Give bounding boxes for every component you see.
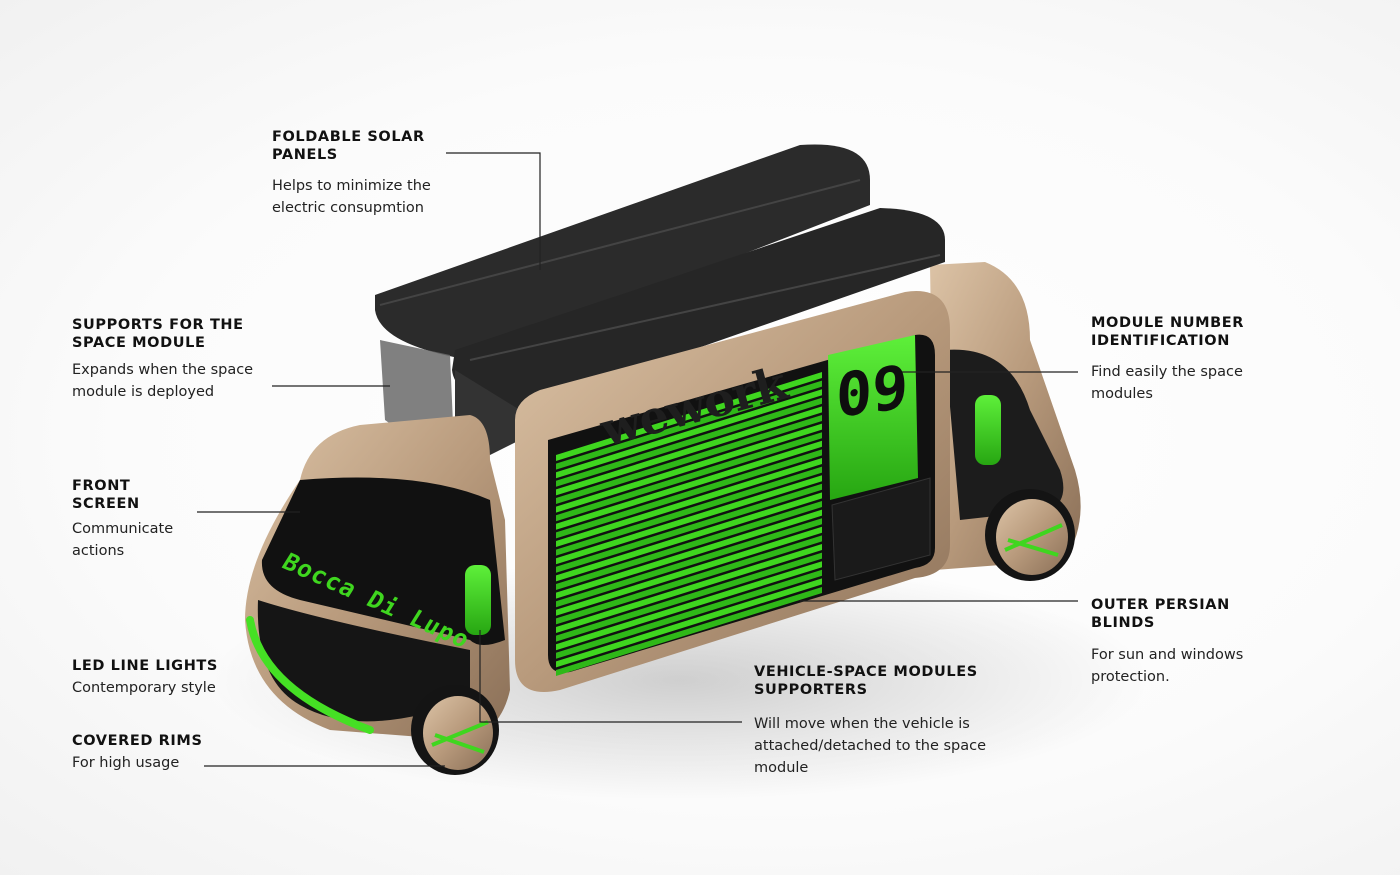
front-lower-dark (257, 600, 470, 722)
blind-slat (556, 587, 822, 676)
blind-slat (556, 535, 822, 625)
callout-blinds-title: OUTER PERSIAN BLINDS (1091, 597, 1230, 631)
number-panel (828, 335, 918, 500)
callout-rims-title: COVERED RIMS (72, 733, 203, 749)
callout-rims-desc: For high usage (72, 755, 180, 771)
leader-modules-supporters (479, 630, 742, 723)
blinds-graphic (556, 372, 822, 676)
blind-slat (556, 509, 822, 599)
blind-slat (556, 501, 822, 590)
rear-dark-panel (945, 349, 1064, 520)
callout-front-screen: FRONT SCREEN Communicate actions (72, 477, 202, 562)
blind-slat (556, 526, 822, 616)
blind-slat (556, 440, 822, 530)
blind-slat (556, 380, 822, 470)
blind-slat (556, 415, 822, 504)
callout-front-screen-title: FRONT SCREEN (72, 478, 140, 512)
callout-led: LED LINE LIGHTS Contemporary style (72, 657, 252, 699)
blind-slat (556, 389, 822, 479)
blind-slat (556, 423, 822, 513)
callout-solar: FOLDABLE SOLAR PANELS Helps to minimize … (272, 128, 447, 219)
solar-panels-graphic (375, 144, 945, 410)
blind-slat (556, 475, 822, 565)
module-number-text: 09 (836, 351, 909, 433)
door-panel (831, 477, 931, 581)
callout-front-screen-desc: Communicate actions (72, 521, 174, 559)
callout-module-number-title: MODULE NUMBER IDENTIFICATION (1091, 315, 1245, 349)
front-green-light (465, 565, 491, 635)
blind-slat (556, 397, 822, 487)
leader-lines (197, 152, 1078, 767)
callout-supports-desc: Expands when the space module is deploye… (72, 362, 254, 400)
callout-modules-supporters-title: VEHICLE-SPACE MODULES SUPPORTERS (754, 664, 978, 698)
callout-led-title: LED LINE LIGHTS (72, 658, 218, 674)
front-wheel (411, 685, 499, 775)
callout-module-number: MODULE NUMBER IDENTIFICATION Find easily… (1091, 314, 1271, 405)
front-screen-graphic (261, 477, 505, 645)
led-line-graphic (246, 616, 374, 734)
callout-modules-supporters-desc: Will move when the vehicle is attached/d… (754, 716, 987, 776)
blind-slat (556, 449, 822, 539)
leader-solar (446, 152, 541, 270)
callout-blinds-desc: For sun and windows protection. (1091, 647, 1244, 685)
callout-solar-desc: Helps to minimize the electric consupmti… (272, 178, 431, 216)
callout-modules-supporters: VEHICLE-SPACE MODULES SUPPORTERS Will mo… (754, 663, 1004, 779)
blind-slat (556, 518, 822, 608)
blind-slat (556, 552, 822, 642)
callout-supports: SUPPORTS FOR THE SPACE MODULE Expands wh… (72, 316, 272, 403)
callout-module-number-desc: Find easily the space modules (1091, 364, 1243, 402)
blind-slat (556, 492, 822, 582)
rear-wheel (985, 489, 1075, 581)
blind-slat (556, 483, 822, 573)
callout-supports-title: SUPPORTS FOR THE SPACE MODULE (72, 317, 244, 351)
blind-slat (556, 578, 822, 668)
callout-led-desc: Contemporary style (72, 680, 216, 696)
callout-blinds: OUTER PERSIAN BLINDS For sun and windows… (1091, 596, 1271, 688)
rear-green-light (975, 395, 1001, 465)
blind-slat (556, 561, 822, 651)
blind-slat (556, 406, 822, 496)
callout-solar-title: FOLDABLE SOLAR PANELS (272, 129, 425, 163)
blind-slat (556, 432, 822, 522)
callout-rims: COVERED RIMS For high usage (72, 732, 252, 774)
blind-slat (556, 569, 822, 659)
blind-slat (556, 544, 822, 633)
blind-slat (556, 458, 822, 547)
blind-slat (556, 466, 822, 556)
blind-slat (556, 372, 822, 461)
